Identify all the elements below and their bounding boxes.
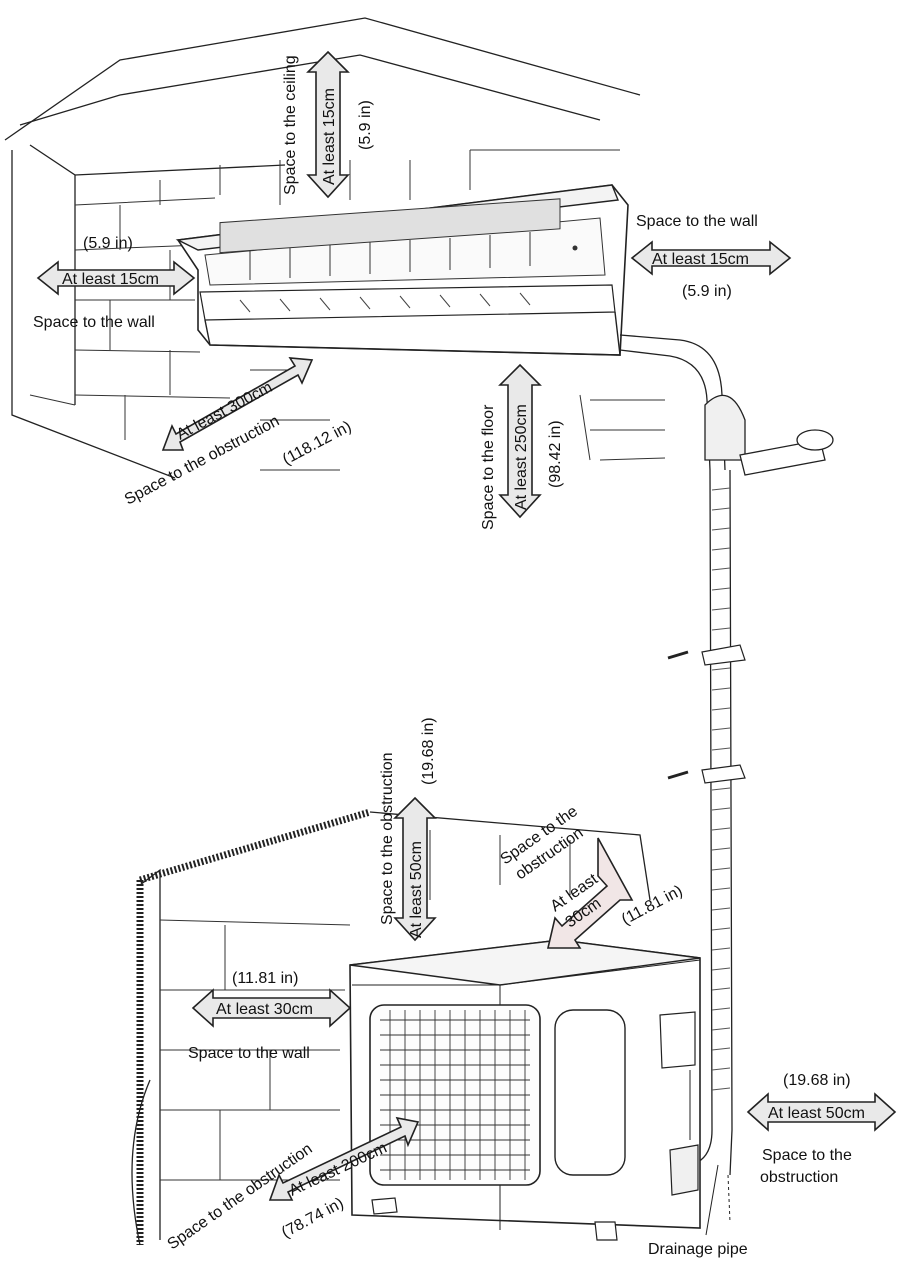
outdoor-top-inch: (19.68 in) <box>420 717 437 785</box>
drainage-pipe-label: Drainage pipe <box>648 1241 748 1258</box>
room-walls <box>4 17 666 479</box>
outdoor-back-inch: (11.81 in) <box>619 882 686 928</box>
front-obstruction-arrow <box>161 357 314 451</box>
ceiling-value: At least 15cm <box>321 88 338 185</box>
outdoor-left-title: Space to the wall <box>188 1045 310 1062</box>
outdoor-top-title: Space to the obstruction <box>379 752 396 925</box>
outdoor-right-arrow <box>746 1092 897 1132</box>
left-wall-inch: (5.9 in) <box>83 235 133 252</box>
outdoor-top-value: At least 50cm <box>408 841 425 938</box>
outdoor-right-title-1: Space to the <box>762 1147 852 1164</box>
outdoor-right-inch: (19.68 in) <box>783 1072 851 1089</box>
left-wall-value: At least 15cm <box>62 271 159 288</box>
right-wall-arrow <box>630 240 792 276</box>
ceiling-title: Space to the ceiling <box>282 55 299 195</box>
front-obstruction-inch: (118.12 in) <box>280 418 354 468</box>
floor-inch: (98.42 in) <box>547 420 564 488</box>
outdoor-back-arrow <box>546 837 634 949</box>
left-wall-title: Space to the wall <box>33 314 155 331</box>
right-wall-inch: (5.9 in) <box>682 283 732 300</box>
outdoor-left-value: At least 30cm <box>216 1001 313 1018</box>
right-wall-value: At least 15cm <box>652 251 749 268</box>
outdoor-front-arrow <box>268 1116 420 1201</box>
floor-arrow <box>498 363 542 519</box>
left-wall-arrow <box>36 260 196 296</box>
outdoor-right-value: At least 50cm <box>768 1105 865 1122</box>
indoor-unit <box>175 184 629 356</box>
outdoor-unit <box>349 939 701 1241</box>
outdoor-left-inch: (11.81 in) <box>232 970 298 987</box>
ceiling-arrow <box>306 50 350 199</box>
floor-value: At least 250cm <box>513 404 530 510</box>
floor-title: Space to the floor <box>480 404 497 530</box>
right-wall-title: Space to the wall <box>636 213 758 230</box>
clearance-arrows <box>36 50 897 1201</box>
outdoor-walls <box>131 808 651 1246</box>
ceiling-inch: (5.9 in) <box>357 100 374 150</box>
outdoor-left-arrow <box>191 988 352 1028</box>
outdoor-right-title-2: obstruction <box>760 1169 838 1186</box>
outdoor-front-inch: (78.74 in) <box>279 1195 347 1242</box>
outdoor-top-arrow <box>393 796 437 942</box>
